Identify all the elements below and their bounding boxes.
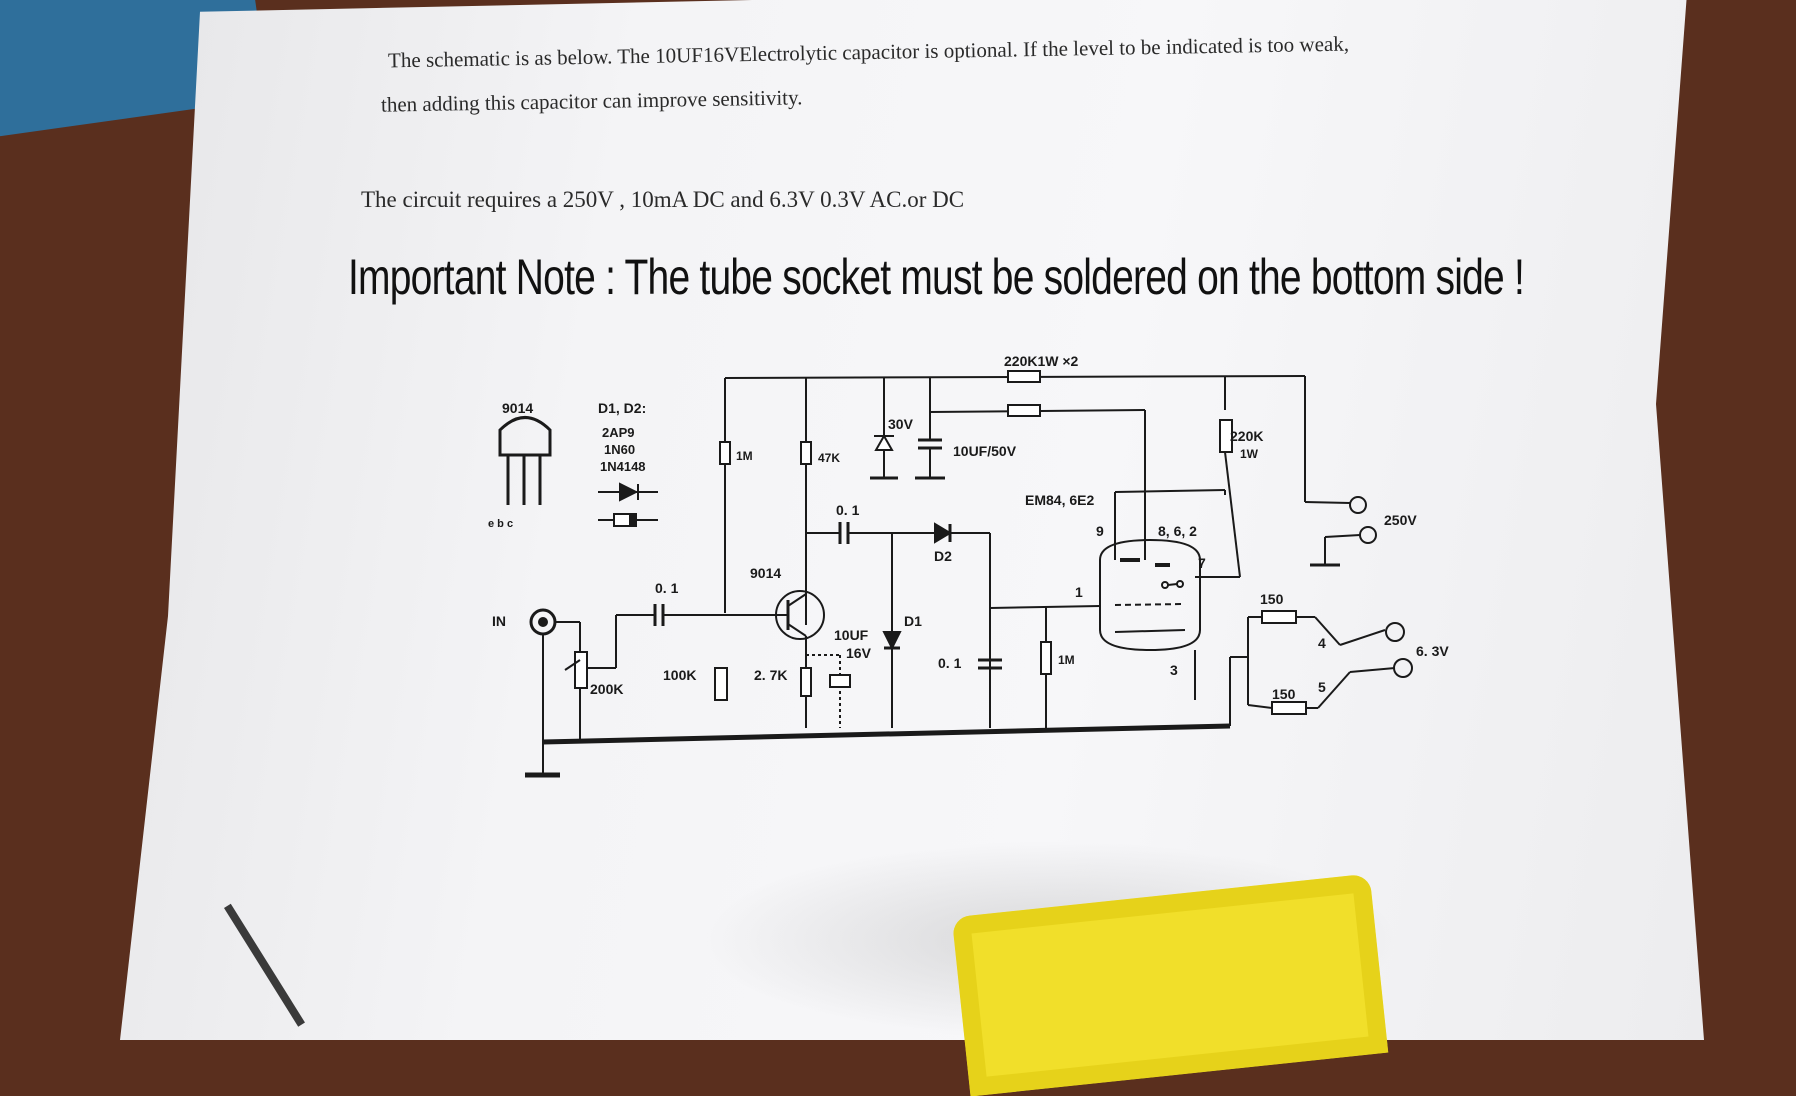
tube-label: EM84, 6E2 [1025, 492, 1094, 508]
input-cap-label: 0. 1 [655, 580, 679, 596]
diode-legend-icon [598, 482, 658, 527]
important-note: Important Note : The tube socket must be… [348, 249, 1525, 305]
resistor-150-a [1261, 610, 1297, 624]
paper-sheet [120, 0, 1704, 1040]
ground-bus [542, 723, 1231, 745]
pin-1-label: 1 [1075, 584, 1083, 600]
resistor-220k-top-1 [1007, 370, 1041, 383]
terminal-250v-plus [1349, 496, 1367, 514]
pin-9-label: 9 [1096, 523, 1104, 539]
transistor-label: 9014 [750, 565, 781, 581]
pinout-pins: e b c [488, 518, 513, 530]
resistor-220k-top-2 [1007, 404, 1041, 417]
filter-cap-label: 0. 1 [938, 655, 962, 671]
r-150-a-label: 150 [1260, 591, 1284, 607]
r-2k7-label: 2. 7K [754, 667, 787, 683]
pin-5-label: 5 [1318, 679, 1326, 695]
pot-200k [574, 651, 588, 689]
diode-type-2: 1N60 [604, 442, 635, 457]
r-1m-bias-label: 1M [736, 449, 753, 463]
diode-title: D1, D2: [598, 400, 646, 416]
resistor-150-b [1271, 701, 1307, 715]
d2-label: D2 [934, 548, 952, 564]
transistor-pinout-icon [498, 416, 552, 457]
zener-label: 30V [888, 416, 914, 432]
diode-d2 [934, 522, 952, 544]
input-label: IN [492, 613, 506, 629]
diode-type-3: 1N4148 [600, 459, 646, 474]
cap-10uf-label: 10UF [834, 627, 869, 643]
pin-3-label: 3 [1170, 662, 1178, 678]
pin-862-label: 8, 6, 2 [1158, 523, 1197, 539]
photo-scene: The schematic is as below. The 10UF16VEl… [0, 0, 1704, 1096]
supply-250v-label: 250V [1384, 512, 1417, 528]
pinout-title: 9014 [502, 400, 533, 416]
resistor-100k [714, 667, 728, 701]
pin-4-label: 4 [1318, 635, 1326, 651]
pin-7-label: 7 [1198, 555, 1206, 571]
cap-10uf-16v [829, 674, 851, 688]
terminal-250v-minus [1359, 526, 1377, 544]
zener-diode [874, 433, 894, 451]
r-220k-side-label-a: 220K [1230, 428, 1263, 444]
d1-label: D1 [904, 613, 922, 629]
terminal-6v3-a [1385, 622, 1405, 642]
r-100k-label: 100K [663, 667, 696, 683]
coupling-cap-label: 0. 1 [836, 502, 860, 518]
terminal-6v3-b [1393, 658, 1413, 678]
resistor-2k7 [800, 667, 812, 697]
schematic-diagram: 9014 e b c D1, D2: 2AP9 1N60 1N4148 IN 2… [488, 353, 1449, 778]
r-1m-grid-label: 1M [1058, 653, 1075, 667]
pot-label: 200K [590, 681, 623, 697]
r-220k-side-label-b: 1W [1240, 447, 1259, 461]
resistor-1m-grid [1040, 641, 1052, 675]
r-220k-top-label: 220K1W ×2 [1004, 353, 1079, 369]
resistor-47k [800, 441, 812, 465]
cap-16v-label: 16V [846, 645, 872, 661]
r-47k-label: 47K [818, 451, 840, 465]
tube-em84-icon [1099, 538, 1201, 652]
cap-10uf-50v-label: 10UF/50V [953, 443, 1017, 459]
diode-d1 [882, 631, 902, 651]
diode-type-1: 2AP9 [602, 425, 635, 440]
supply-63v-label: 6. 3V [1416, 643, 1449, 659]
resistor-1m-bias [719, 441, 731, 465]
requirement-line: The circuit requires a 250V , 10mA DC an… [361, 187, 965, 212]
r-150-b-label: 150 [1272, 686, 1296, 702]
